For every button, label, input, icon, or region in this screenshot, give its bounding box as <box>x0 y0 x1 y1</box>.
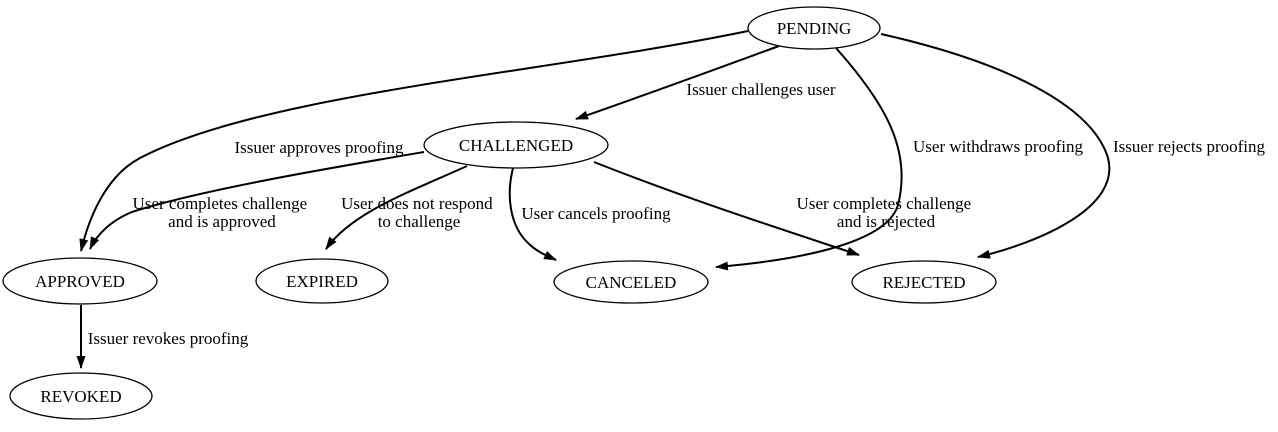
revoked-ellipse <box>9 372 153 420</box>
challenged-label: CHALLENGED <box>459 136 573 155</box>
pending-label: PENDING <box>777 19 852 38</box>
edge-challenged-canceled <box>508 167 557 261</box>
approved-label: APPROVED <box>35 272 125 291</box>
state-node-approved: APPROVED <box>2 257 158 305</box>
edge-label-line: User completes challenge <box>133 194 308 213</box>
edge-labels: Issuer challenges user Issuer approves p… <box>88 80 1266 348</box>
edge-label-approved-revoked: Issuer revokes proofing <box>88 329 249 348</box>
rejected-ellipse <box>851 260 997 304</box>
edge-label-challenged-canceled: User cancels proofing <box>521 204 671 223</box>
approved-ellipse <box>2 257 158 305</box>
edge-label-challenged-rejected: User completes challenge and is rejected <box>797 194 976 231</box>
edge-pending-canceled <box>715 47 903 271</box>
edge-label-challenged-approved: User completes challenge and is approved <box>133 194 312 231</box>
edge-challenged-expired <box>325 165 468 250</box>
edge-label-line: User does not respond <box>341 194 493 213</box>
edge-label-pending-challenged: Issuer challenges user <box>686 80 836 99</box>
challenged-ellipse <box>423 121 609 169</box>
edge-challenged-rejected <box>593 161 860 256</box>
edge-label-pending-canceled: User withdraws proofing <box>913 137 1083 156</box>
edge-label-pending-approved: Issuer approves proofing <box>234 138 404 157</box>
rejected-label: REJECTED <box>882 273 965 292</box>
state-node-revoked: REVOKED <box>9 372 153 420</box>
pending-ellipse <box>747 6 881 50</box>
revoked-label: REVOKED <box>40 387 121 406</box>
edge-label-line: User completes challenge <box>797 194 972 213</box>
edge-label-line: and is rejected <box>837 212 936 231</box>
canceled-ellipse <box>553 260 709 304</box>
expired-label: EXPIRED <box>286 272 358 291</box>
edge-label-challenged-expired: User does not respond to challenge <box>341 194 497 231</box>
state-node-pending: PENDING <box>747 6 881 50</box>
state-node-expired: EXPIRED <box>255 258 389 304</box>
edge-pending-challenged <box>575 45 780 120</box>
edge-label-line: and is approved <box>168 212 276 231</box>
canceled-label: CANCELED <box>586 273 677 292</box>
edge-pending-approved <box>79 30 749 252</box>
edge-label-pending-rejected: Issuer rejects proofing <box>1113 137 1266 156</box>
expired-ellipse <box>255 258 389 304</box>
state-node-canceled: CANCELED <box>553 260 709 304</box>
edge-label-line: to challenge <box>378 212 461 231</box>
state-node-challenged: CHALLENGED <box>423 121 609 169</box>
state-node-rejected: REJECTED <box>851 260 997 304</box>
edges <box>76 30 1111 369</box>
edge-challenged-approved <box>89 151 425 250</box>
edge-pending-rejected <box>880 33 1111 259</box>
